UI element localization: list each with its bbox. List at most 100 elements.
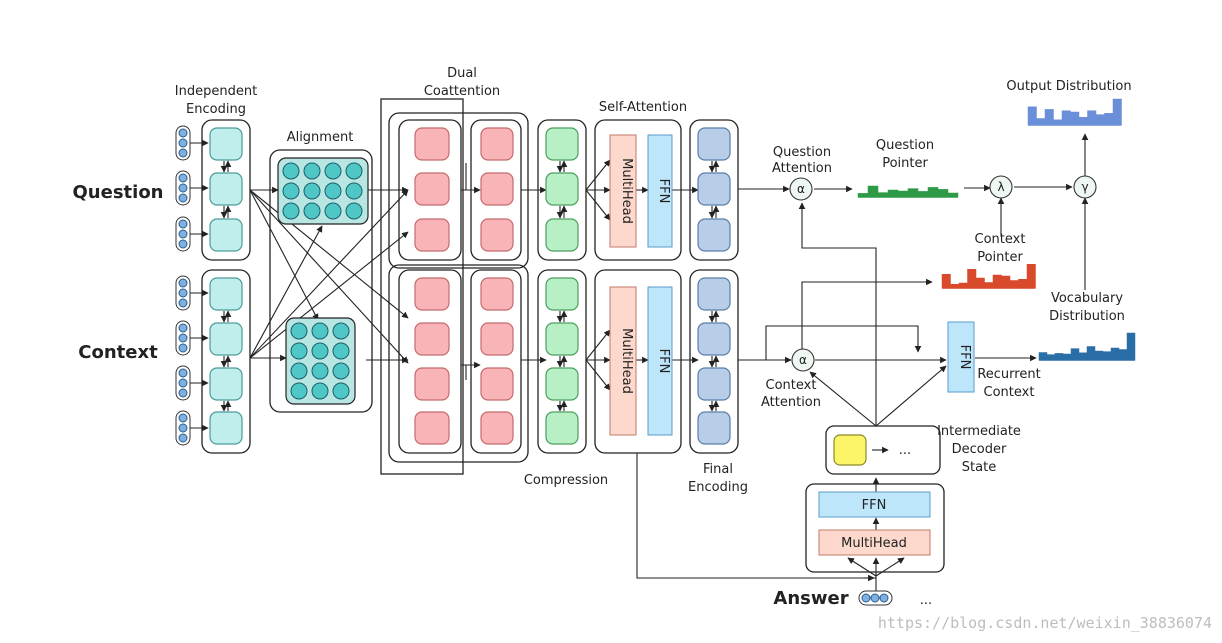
alignment-context-matrix-cell bbox=[332, 362, 350, 380]
answer-token-dot bbox=[879, 593, 889, 603]
vocabulary-distribution-bar bbox=[1110, 347, 1120, 361]
context-attention-label-2: Attention bbox=[761, 395, 821, 410]
vocabulary-distribution-label-1: Vocabulary bbox=[1051, 291, 1123, 306]
vocabulary-distribution-bar bbox=[1118, 349, 1128, 361]
compress-c-fan-3 bbox=[585, 359, 611, 391]
question-pointer-bar bbox=[917, 191, 929, 198]
context-pointer-label-1: Context bbox=[975, 232, 1026, 247]
question-pointer-bar bbox=[897, 190, 909, 198]
coatt-question-step-arrow bbox=[461, 163, 481, 194]
final-encoding-context-group bbox=[689, 269, 739, 454]
decoder-state-yellow-cell bbox=[833, 434, 867, 466]
context-token-3 bbox=[175, 410, 191, 446]
watermark: https://blog.csdn.net/weixin_38836074 bbox=[878, 614, 1212, 632]
context-token-2 bbox=[175, 365, 191, 401]
labels: Independent Encoding Alignment Dual Coat… bbox=[73, 66, 1213, 632]
alignment-label: Alignment bbox=[287, 130, 354, 145]
coattention2-context-cell bbox=[480, 367, 514, 401]
coattention1-question-cell bbox=[414, 172, 450, 206]
question-token-1-dot bbox=[178, 173, 188, 183]
compression-question-cell bbox=[545, 172, 579, 206]
intermediate-decoder-state-label-1: Intermediate bbox=[937, 424, 1021, 439]
context-pointer-bar bbox=[984, 282, 994, 289]
final-encoding-context-cell bbox=[697, 322, 731, 356]
context-token-1-dot bbox=[178, 343, 188, 353]
intermediate-decoder-state-box bbox=[825, 425, 941, 475]
intermediate-decoder-state-label-3: State bbox=[962, 460, 996, 475]
context-token-3-dot bbox=[178, 423, 188, 433]
coattention1-question-cell bbox=[414, 127, 450, 161]
catt-to-cpointer-arrow bbox=[801, 278, 933, 349]
context-token-1 bbox=[175, 320, 191, 356]
question-cross-arrow-1 bbox=[249, 189, 409, 364]
self-attention-label: Self-Attention bbox=[599, 100, 687, 115]
self-attention-question-ffn-label: FFN bbox=[656, 179, 671, 204]
vocabulary-distribution-bar bbox=[1046, 354, 1056, 361]
final-c-to-fnn-route bbox=[765, 325, 922, 360]
compression-context-cell bbox=[545, 411, 579, 445]
coattention1-context-cell bbox=[414, 322, 450, 356]
independent-encoding-label-2: Encoding bbox=[186, 102, 246, 117]
context-token-0-dot bbox=[178, 288, 188, 298]
compression-label: Compression bbox=[524, 473, 608, 488]
recurrent-context-ffn-label: FFN bbox=[957, 345, 972, 370]
context-token-2-dot bbox=[178, 378, 188, 388]
question-attention-alpha bbox=[789, 177, 813, 201]
question-pointer-bar bbox=[927, 187, 939, 198]
context-pointer-bar bbox=[941, 274, 951, 289]
answer-ellipsis: ... bbox=[920, 593, 932, 608]
context-cross-arrow-1 bbox=[249, 189, 409, 359]
question-cross-arrow-2 bbox=[249, 189, 409, 319]
self-attention-context-ffn-label: FFN bbox=[656, 349, 671, 374]
coattention-outer-context bbox=[388, 264, 529, 463]
context-independent-encoder-group bbox=[201, 269, 251, 454]
alignment-context-matrix-cell bbox=[290, 322, 308, 340]
context-pointer-bar bbox=[992, 274, 1002, 289]
coattention2-context-cell bbox=[480, 277, 514, 311]
final-encoding-context-cell bbox=[697, 367, 731, 401]
output-distribution-bar bbox=[1078, 116, 1088, 126]
question-token-0-dot bbox=[178, 138, 188, 148]
question-label: Question bbox=[73, 182, 164, 203]
coattention-context-group-1 bbox=[398, 269, 462, 454]
context-pointer-bar bbox=[1001, 275, 1011, 289]
context-token-1-dot bbox=[178, 333, 188, 343]
answer-tokens bbox=[858, 590, 893, 606]
vocabulary-distribution-bar bbox=[1078, 352, 1088, 361]
context-token-0-dot bbox=[178, 278, 188, 288]
alignment-question-matrix-cell bbox=[303, 202, 321, 220]
alignment-context-matrix-cell bbox=[311, 342, 329, 360]
question-token-1 bbox=[175, 170, 191, 206]
vocabulary-distribution-bar bbox=[1126, 332, 1136, 361]
answer-token-dot bbox=[861, 593, 871, 603]
independent-encoding-question-cell bbox=[209, 218, 243, 252]
decoder-ffn bbox=[818, 491, 931, 518]
question-pointer-label-2: Pointer bbox=[882, 156, 928, 171]
vocabulary-distribution-bar bbox=[1038, 352, 1048, 361]
question-pointer-label-1: Question bbox=[876, 138, 934, 153]
dual-coattention-label-2: Coattention bbox=[424, 84, 500, 99]
answer-token-dot bbox=[870, 593, 880, 603]
vocabulary-distribution-bar bbox=[1054, 353, 1064, 361]
question-attention-alpha-symbol: α bbox=[797, 182, 805, 196]
distribution-bars bbox=[857, 98, 1136, 361]
vocabulary-distribution-label-2: Distribution bbox=[1049, 309, 1125, 324]
vocabulary-distribution-bar bbox=[1062, 353, 1072, 361]
self-attention-question-ffn bbox=[647, 134, 673, 248]
alignment-question-matrix-cell bbox=[345, 162, 363, 180]
context-pointer-bar bbox=[1009, 280, 1019, 289]
question-pointer-bar bbox=[867, 185, 879, 198]
coattention1-context-cell bbox=[414, 367, 450, 401]
answer-to-decoder-arrow-2 bbox=[847, 557, 877, 577]
question-pointer-bar bbox=[887, 189, 899, 198]
coattention2-context-cell bbox=[480, 322, 514, 356]
alignment-context-matrix-cell bbox=[332, 382, 350, 400]
context-pointer-bar bbox=[1026, 264, 1036, 289]
compression-question-cell bbox=[545, 127, 579, 161]
context-to-question-align-arrow bbox=[249, 225, 323, 359]
independent-encoding-context-cell bbox=[209, 322, 243, 356]
compression-question-cell bbox=[545, 218, 579, 252]
dual-coattention-label-1: Dual bbox=[447, 66, 477, 81]
compress-c-fan-1 bbox=[585, 329, 611, 361]
